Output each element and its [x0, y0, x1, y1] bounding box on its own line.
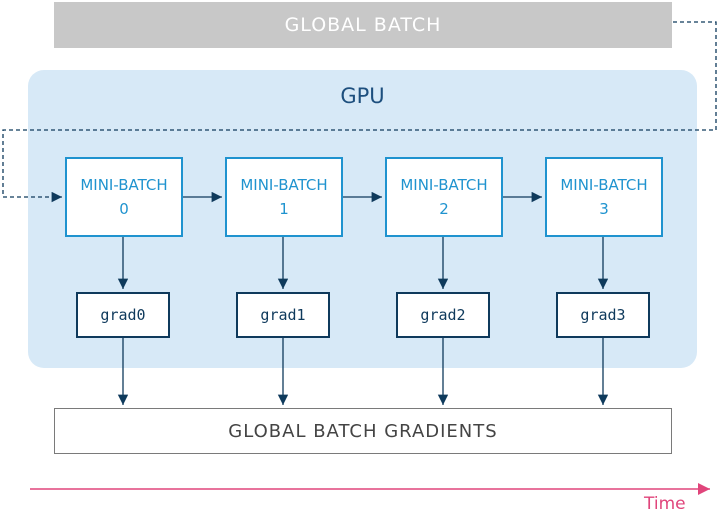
grad-1-label: grad1: [260, 306, 306, 324]
global-batch-bar: GLOBAL BATCH: [54, 2, 672, 48]
grad-2-label: grad2: [420, 306, 466, 324]
mini-batch-3-label: MINI-BATCH: [560, 176, 648, 194]
dashed-feed-line: [2, 21, 717, 203]
mini-batch-0-index: 0: [119, 200, 129, 218]
grad-box-2: grad2: [396, 292, 490, 338]
mini-batch-2-index: 2: [439, 200, 449, 218]
mini-batch-1-index: 1: [279, 200, 289, 218]
mini-batch-3-index: 3: [599, 200, 609, 218]
global-batch-label: GLOBAL BATCH: [284, 14, 442, 36]
mini-batch-3: MINI-BATCH 3: [545, 157, 663, 237]
grad-0-label: grad0: [100, 306, 146, 324]
mini-batch-2-label: MINI-BATCH: [400, 176, 488, 194]
global-batch-gradients-label: GLOBAL BATCH GRADIENTS: [228, 420, 498, 442]
mini-batch-2: MINI-BATCH 2: [385, 157, 503, 237]
gpu-title: GPU: [340, 84, 385, 108]
mini-batch-0-label: MINI-BATCH: [80, 176, 168, 194]
global-batch-gradients-box: GLOBAL BATCH GRADIENTS: [54, 408, 672, 454]
mini-batch-1: MINI-BATCH 1: [225, 157, 343, 237]
grad-box-3: grad3: [556, 292, 650, 338]
time-label: Time: [644, 494, 686, 514]
grad-box-1: grad1: [236, 292, 330, 338]
mini-batch-0: MINI-BATCH 0: [65, 157, 183, 237]
grad-3-label: grad3: [580, 306, 626, 324]
grad-box-0: grad0: [76, 292, 170, 338]
mini-batch-1-label: MINI-BATCH: [240, 176, 328, 194]
